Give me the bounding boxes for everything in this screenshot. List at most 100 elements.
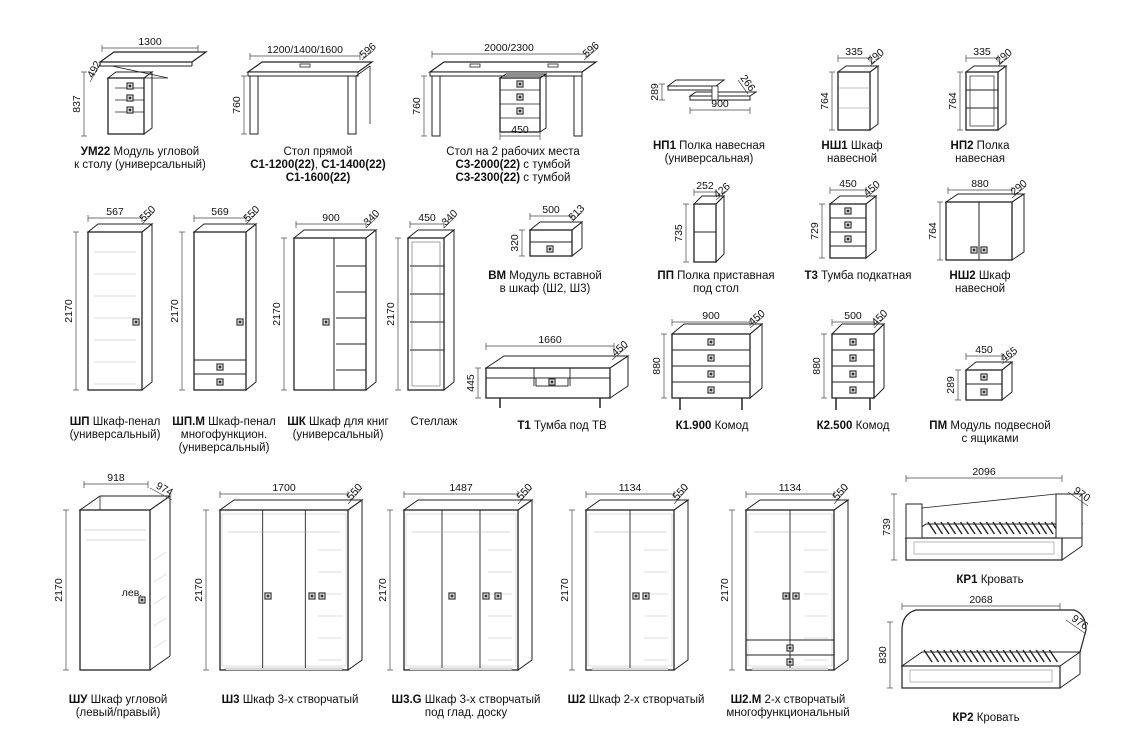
caption-line: навесной [826, 153, 878, 165]
edge-line [1059, 673, 1081, 689]
edge-line [1042, 649, 1052, 663]
dimension-label: 729 [809, 222, 821, 240]
edge-line [365, 215, 379, 229]
item-name: Стеллаж [410, 416, 458, 428]
item-code: ПМ [929, 420, 948, 432]
dimension-label: 567 [106, 206, 124, 218]
panel-face [539, 73, 547, 133]
dimension-label: 1134 [779, 482, 802, 494]
panel [972, 248, 976, 252]
dimension-label: 2170 [377, 578, 389, 602]
edge-line [969, 649, 979, 663]
panel [905, 537, 1063, 561]
dimension-label: 1200/1400/1600 [267, 44, 343, 56]
dimension-label: 450 [418, 212, 436, 224]
caption-line: навесной [954, 283, 1006, 295]
panel [909, 669, 1053, 683]
edge-line [153, 595, 167, 605]
caption-9: Стеллаж [411, 416, 458, 429]
edge-line [1065, 619, 1087, 635]
edge-line [355, 65, 371, 77]
panel [320, 594, 324, 598]
panel-face [347, 499, 363, 671]
panel [218, 380, 222, 384]
edge-line [933, 521, 944, 535]
caption-title: ШП.М Шкаф-пенал [172, 416, 275, 429]
dimension-label: 569 [211, 206, 229, 218]
panel [518, 109, 522, 113]
panel-face [245, 222, 257, 392]
edge-line [966, 521, 976, 535]
caption-12: Т3 Тумба подкатная [804, 270, 911, 283]
edge-line [998, 521, 1009, 535]
item-code: КР1 [956, 574, 978, 586]
caption-line: С3-2000(22) с тумбой [455, 159, 571, 171]
edge-line [583, 47, 599, 61]
dimension-label: 830 [877, 646, 889, 664]
caption-line: с ящиками [961, 433, 1019, 445]
dimension-label: 739 [881, 518, 893, 536]
item-code: НШ1 [821, 140, 848, 152]
caption-title: Ш2.М 2-х створчатый [726, 694, 849, 707]
edge-line [989, 649, 999, 663]
panel-face [406, 229, 456, 239]
item-name: Модуль вставной [509, 270, 602, 282]
caption-line: под глад. доску [424, 707, 508, 719]
dimension-label: 289 [945, 376, 957, 394]
caption-title: НШ1 Шкаф [821, 140, 882, 153]
edge-line [611, 345, 629, 361]
caption-title: Ш3 Шкаф 3-х створчатый [222, 694, 359, 707]
dimension-label: 550 [241, 203, 262, 224]
caption-title: К2.500 Комод [817, 420, 890, 433]
panel-face [869, 65, 879, 131]
dimension-label: 513 [566, 202, 587, 223]
caption-line: (универсальный) [69, 429, 161, 441]
item-name: Полка приставная [677, 270, 775, 282]
edge-line [1048, 649, 1058, 663]
edge-line [1015, 649, 1025, 663]
panel-face [402, 499, 534, 511]
edge-line [149, 655, 171, 671]
edge-line [923, 649, 933, 663]
item-name: Шкаф [850, 140, 883, 152]
dimension-label: 976 [1069, 613, 1090, 633]
panel [591, 667, 669, 671]
dimension-label: 2000/2300 [484, 42, 534, 54]
dimension-label: 450 [869, 307, 890, 328]
panel [484, 594, 488, 598]
panel [238, 320, 242, 324]
edge-line [1005, 521, 1015, 535]
dimension-label: 764 [947, 92, 959, 110]
panel [496, 594, 500, 598]
caption-line: (универсальный) [292, 429, 384, 441]
panel [450, 594, 454, 598]
caption-line: С1-1200(22), С1-1400(22) [250, 159, 386, 171]
item-name: Модуль угловой [113, 146, 200, 158]
item-code: Ш2 [567, 694, 586, 706]
edge-line [153, 551, 167, 561]
item-name: Шкаф угловой [90, 694, 168, 706]
panel [901, 665, 1061, 689]
panel [794, 594, 798, 598]
panel-face [584, 499, 690, 511]
edge-line [245, 211, 259, 225]
caption-14: Т1 Тумба под ТВ [517, 420, 606, 433]
item-code: Т3 [804, 270, 818, 282]
dimension-label: 1660 [538, 334, 562, 346]
panel [107, 77, 145, 135]
edge-line [1037, 521, 1048, 535]
panel [905, 503, 923, 539]
dimension-label: 335 [973, 46, 991, 58]
dimension-label: 320 [509, 234, 521, 252]
